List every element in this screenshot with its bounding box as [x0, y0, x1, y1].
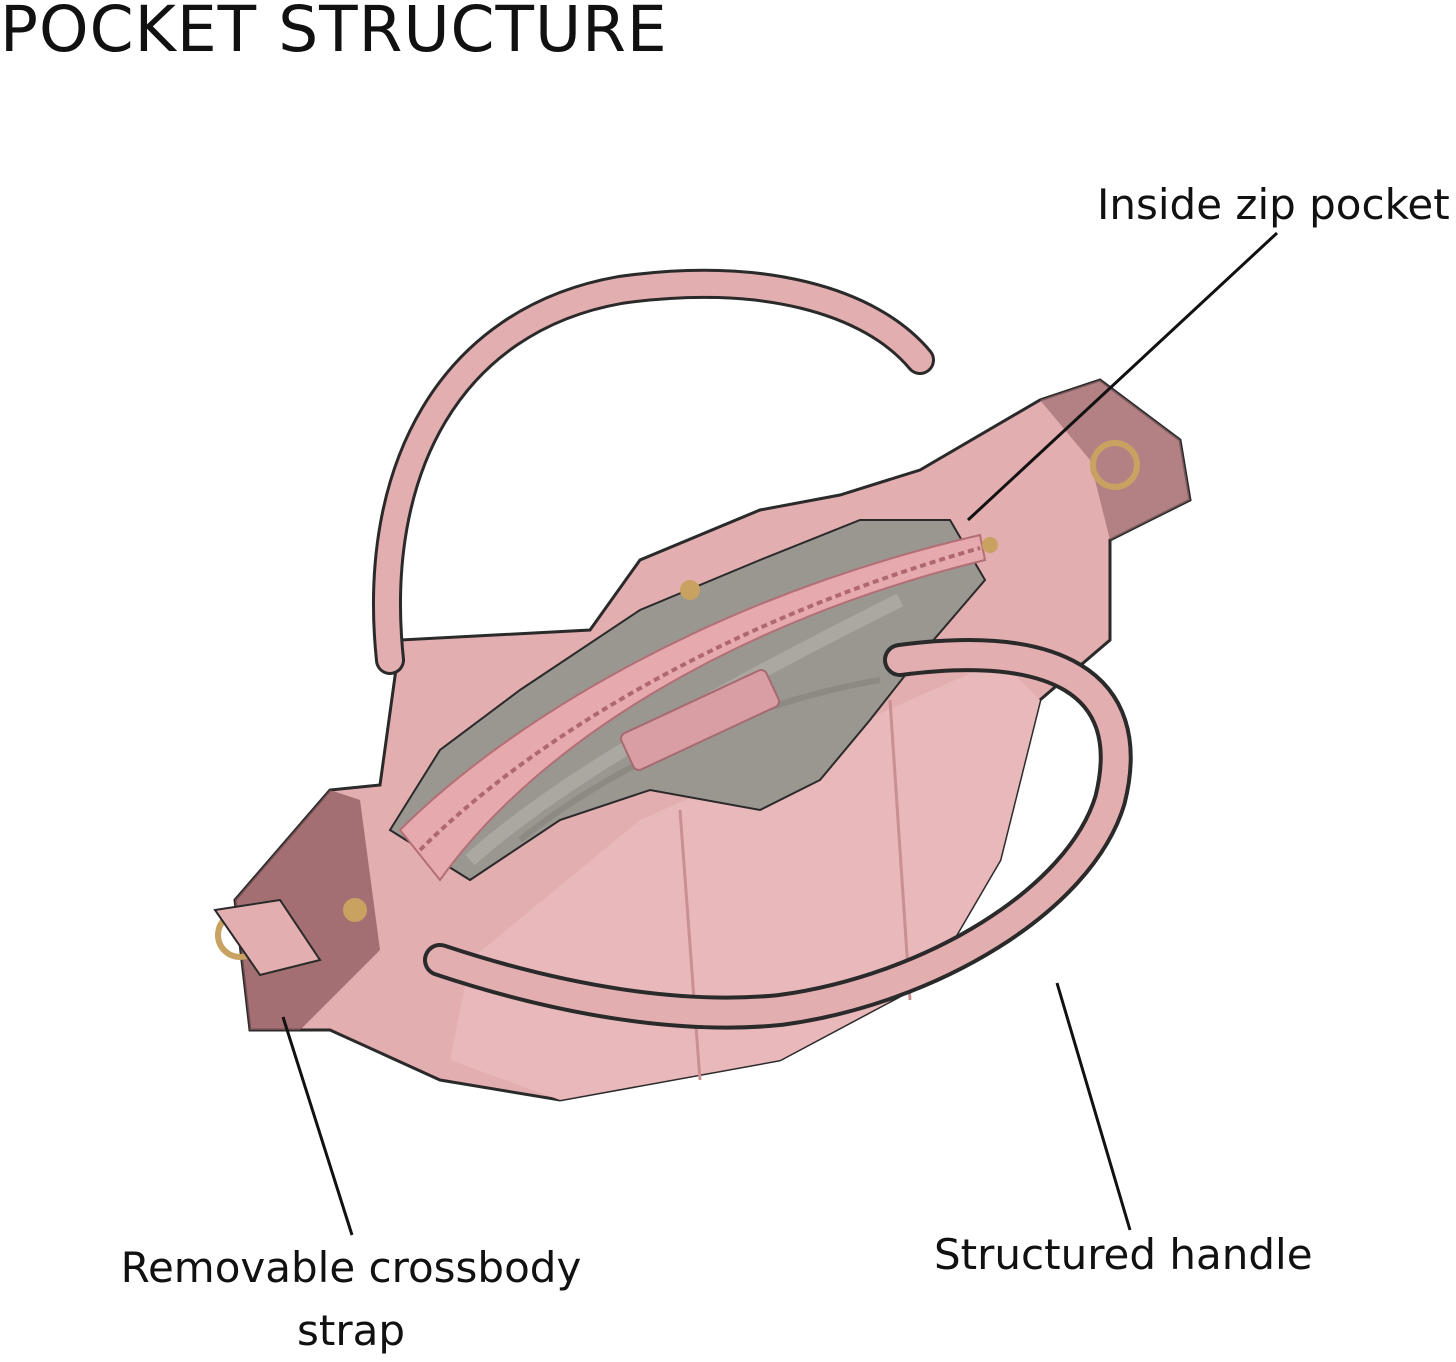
zip-pocket	[398, 533, 987, 882]
handle-leader	[1055, 982, 1132, 1231]
structured-handle-label: Structured handle	[934, 1230, 1313, 1279]
crossbody-strap-label: Removable crossbody strap	[120, 1243, 582, 1355]
hardware-ring-right	[1090, 440, 1140, 490]
zip-pocket-leader	[966, 231, 1279, 522]
strap-leader	[281, 1016, 354, 1236]
bag-interior	[388, 519, 987, 882]
zip-pocket-label: Inside zip pocket	[1097, 180, 1450, 229]
page-title: POCKET STRUCTURE	[0, 0, 668, 66]
